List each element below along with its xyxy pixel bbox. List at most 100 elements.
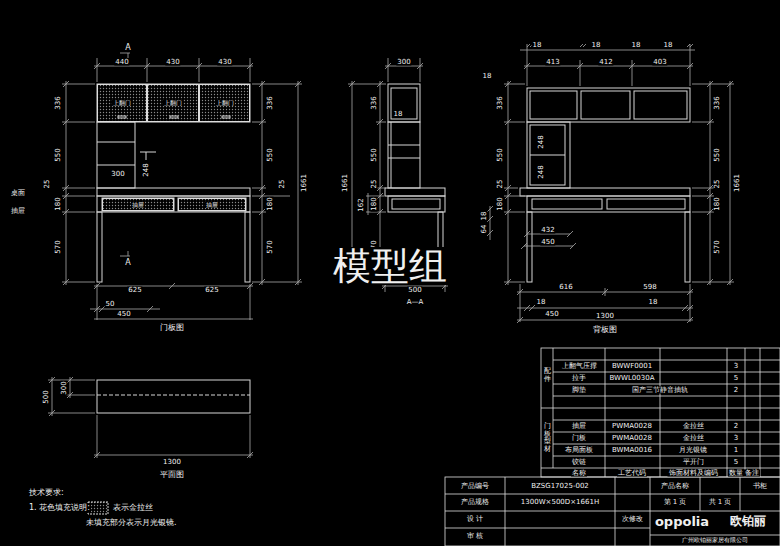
drawing-label: 180 [371, 196, 378, 211]
drawing-label: 180 [55, 196, 62, 211]
drawing-label: 180 [497, 196, 504, 211]
drawing-label: 336 [497, 95, 504, 110]
drawing-label: 18 [532, 42, 543, 49]
drawing-label: BWWL0030A [609, 375, 656, 382]
drawing-label: 桌面 [10, 190, 26, 197]
drawing-label: 64 [481, 224, 488, 235]
drawing-label: 5 [733, 375, 739, 382]
drawing-label: A [124, 44, 131, 52]
drawing-label: 门板图 [159, 324, 185, 332]
drawing-label: A [124, 259, 131, 267]
door-panel: 上翻门 [147, 84, 199, 122]
drawing-label: 450 [540, 239, 555, 246]
drawing-label: 未填充部分表示月光银镜. [85, 519, 178, 527]
drawing-label: 名称 [571, 469, 587, 476]
drawing-label: 25 [714, 179, 721, 190]
drawing-label: 18 [482, 73, 493, 80]
drawing-label: 248 [538, 134, 545, 149]
panel-label: 抽屉 [131, 202, 145, 208]
drawing-label: 25 [371, 179, 378, 190]
drawing-label: 598 [642, 284, 657, 291]
drawing-label: 次修改 [621, 516, 644, 523]
drawing-label: 金拉丝 [682, 423, 705, 430]
drawing-label: 共 1 页 [708, 499, 733, 506]
drawing-label: 数量 [728, 469, 744, 476]
drawing-label: 1. 花色填充说明: [28, 504, 91, 512]
drawing-label: 1300W×500D×1661H [520, 499, 600, 506]
drawer-panel: 抽屉 [102, 198, 174, 211]
drawing-label: 25 [44, 179, 51, 190]
drawing-label: 平开门 [682, 459, 705, 466]
drawing-label: oppolia [654, 515, 710, 528]
drawing-label: 1300 [595, 313, 615, 320]
drawing-label: 国产三节静音抽轨 [631, 387, 689, 394]
drawing-label: 450 [116, 311, 131, 318]
drawing-label: 广州欧铂丽家居有限公司 [681, 537, 749, 543]
drawing-label: 550 [497, 147, 504, 162]
drawing-label: 产品编号 [460, 483, 490, 490]
panel-label: 上翻门 [163, 100, 183, 106]
drawing-label: BWMA0016 [611, 447, 653, 454]
drawing-label: 336 [267, 95, 274, 110]
drawing-label: 570 [55, 239, 62, 254]
door-panel: 上翻门 [97, 84, 147, 122]
drawing-label: 300 [110, 171, 125, 178]
drawing-label: 248 [143, 162, 150, 177]
drawing-label: BZSG17025-002 [530, 483, 590, 490]
drawing-label: 300 [396, 59, 411, 66]
drawing-label: 1661 [734, 173, 741, 193]
drawing-label: 2 [733, 387, 739, 394]
drawing-label: 工艺代码 [617, 469, 647, 476]
drawing-label: 300 [61, 380, 68, 395]
panel-label: 抽屉 [205, 202, 219, 208]
legend-text: 表示金拉丝 [112, 504, 154, 512]
drawing-label: 25 [279, 179, 286, 190]
drawing-label: 铰链 [571, 459, 587, 466]
drawing-label: 500 [407, 287, 422, 294]
drawing-label: 18 [631, 42, 642, 49]
door-panel: 上翻门 [199, 84, 250, 122]
drawing-label: 背板图 [592, 326, 618, 334]
drawing-label: 336 [55, 95, 62, 110]
drawing-label: 饰面材料及编码 [668, 469, 719, 476]
drawing-label: 抽屉 [571, 423, 587, 430]
drawing-label: 550 [714, 147, 721, 162]
drawing-label: 50 [105, 301, 116, 308]
drawing-label: 180 [267, 196, 274, 211]
drawing-label: 180 [714, 196, 721, 211]
drawing-label: 拉手 [571, 375, 587, 382]
drawing-label: 平面图 [159, 471, 185, 479]
drawing-label: 技术要求: [28, 489, 65, 497]
drawing-label: 336 [371, 95, 378, 110]
drawing-label: 18 [648, 299, 659, 306]
drawing-label: 模型组 [332, 247, 448, 285]
drawing-label: 500 [43, 389, 50, 404]
drawing-label: 产品规格 [460, 499, 490, 506]
drawing-label: 2 [733, 423, 739, 430]
drawing-label: 1661 [301, 173, 308, 193]
drawing-label: 570 [267, 239, 274, 254]
drawer-panel: 抽屉 [178, 198, 246, 211]
drawing-label: 248 [538, 164, 545, 179]
drawing-label: 18 [591, 42, 602, 49]
drawing-label: 3 [733, 363, 739, 370]
drawing-label: 430 [165, 59, 180, 66]
drawing-label: 625 [127, 287, 142, 294]
drawing-label: 抽屉 [10, 208, 26, 215]
drawing-label: 336 [714, 95, 721, 110]
panel-label: 上翻门 [112, 100, 132, 106]
drawing-label: PWMA0028 [611, 435, 653, 442]
drawing-label: 月光银镜 [678, 447, 708, 454]
drawing-label: 书柜 [752, 483, 768, 490]
drawing-label: 413 [545, 59, 560, 66]
drawing-label: 设 计 [466, 516, 484, 523]
drawing-label: 18 [663, 42, 674, 49]
drawing-label: 1661 [342, 173, 349, 193]
drawing-label: 570 [714, 239, 721, 254]
drawing-label: 412 [598, 59, 613, 66]
drawing-label: 脚垫 [571, 387, 587, 394]
drawing-label: 门板 [571, 435, 587, 442]
drawing-label: 162 [358, 197, 365, 212]
drawing-label: 450 [544, 311, 559, 318]
